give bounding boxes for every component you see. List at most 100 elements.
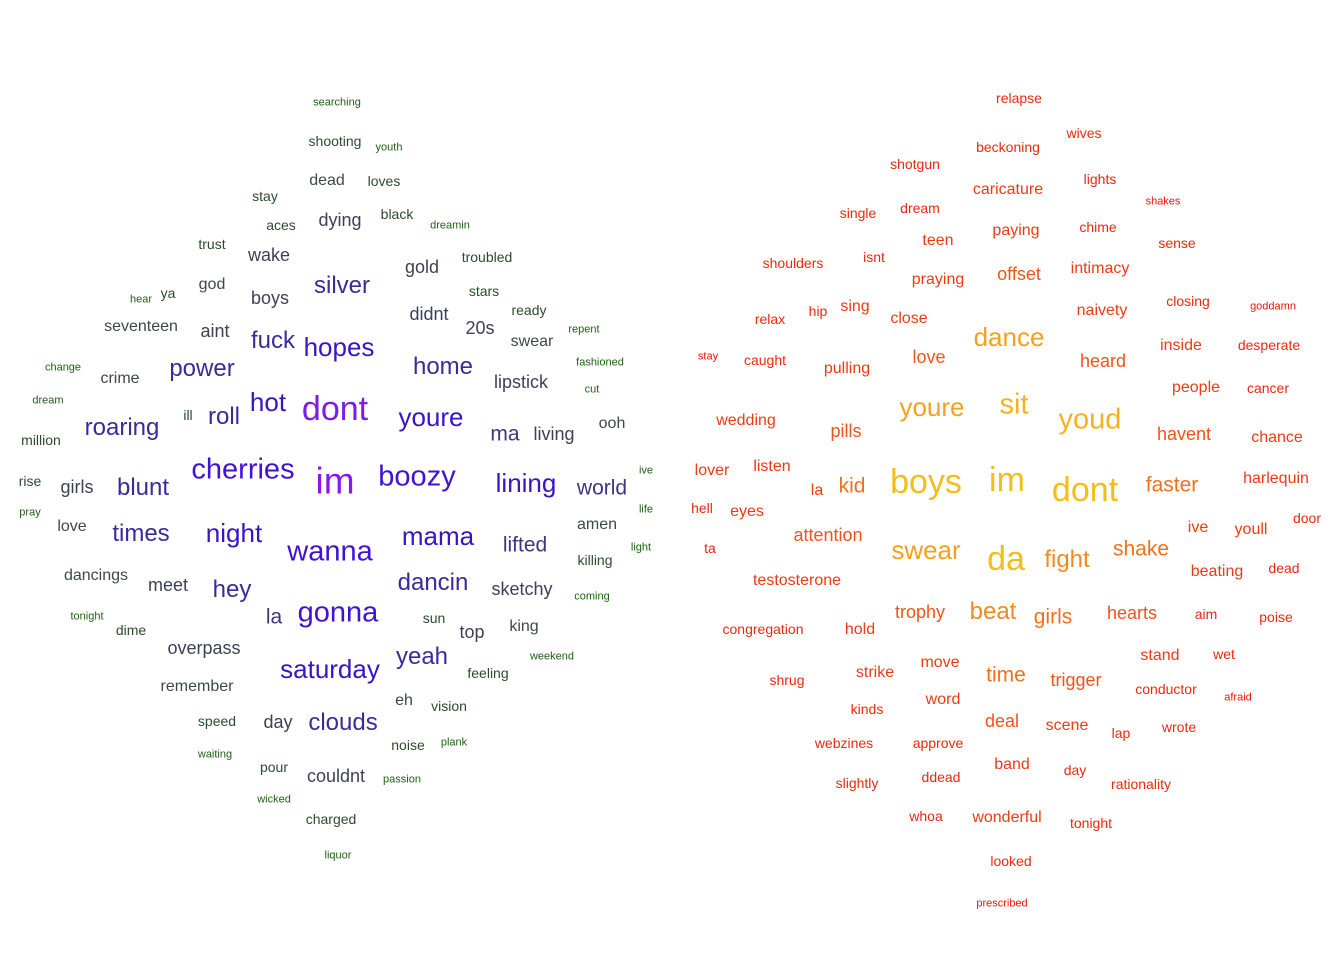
right-cloud-word: swear bbox=[891, 535, 961, 565]
right-cloud-word: dream bbox=[900, 200, 940, 216]
right-cloud-word: harlequin bbox=[1243, 470, 1309, 487]
left-cloud-word: crime bbox=[100, 370, 140, 387]
right-cloud-word: hell bbox=[691, 500, 713, 516]
right-cloud-word: pills bbox=[830, 421, 862, 441]
right-cloud-word: intimacy bbox=[1070, 260, 1130, 277]
right-cloud-word: praying bbox=[911, 271, 965, 288]
left-cloud-word: top bbox=[459, 622, 485, 642]
right-cloud-word: hold bbox=[844, 621, 876, 638]
left-cloud-word: dancings bbox=[63, 567, 129, 584]
left-cloud-word: living bbox=[533, 424, 575, 444]
left-cloud-word: dreamin bbox=[430, 219, 470, 232]
right-cloud-word: havent bbox=[1156, 424, 1212, 444]
left-cloud-word: god bbox=[198, 276, 226, 293]
left-cloud-word: remember bbox=[160, 678, 234, 695]
right-cloud-word: looked bbox=[990, 853, 1032, 869]
right-cloud-word: boys bbox=[890, 463, 962, 501]
right-cloud-word: la bbox=[810, 482, 824, 499]
left-cloud-word: clouds bbox=[308, 709, 378, 736]
right-cloud-word: kinds bbox=[850, 701, 884, 717]
right-cloud-word: relapse bbox=[996, 90, 1042, 106]
left-cloud-word: roll bbox=[207, 403, 241, 430]
left-cloud-word: didnt bbox=[409, 304, 449, 324]
left-cloud-word: ooh bbox=[598, 415, 626, 432]
right-cloud-word: lap bbox=[1111, 725, 1131, 741]
right-cloud-word: whoa bbox=[909, 808, 943, 824]
left-cloud-word: pray bbox=[19, 506, 41, 519]
right-cloud-word: girls bbox=[1033, 605, 1073, 629]
left-cloud-word: life bbox=[638, 503, 654, 516]
left-cloud-word: saturday bbox=[280, 654, 380, 684]
right-cloud-word: band bbox=[994, 756, 1030, 773]
right-cloud-word: caricature bbox=[972, 181, 1044, 198]
right-cloud-word: approve bbox=[912, 735, 964, 751]
right-cloud-word: hip bbox=[808, 303, 828, 319]
left-cloud-word: king bbox=[509, 618, 539, 635]
right-cloud-word: close bbox=[890, 310, 928, 327]
right-cloud-word: relax bbox=[754, 311, 786, 327]
right-cloud-word: ive bbox=[1187, 519, 1209, 536]
right-cloud-word: wonderful bbox=[972, 809, 1042, 826]
left-cloud-word: world bbox=[576, 476, 628, 500]
left-cloud-word: roaring bbox=[84, 414, 160, 441]
right-cloud-word: single bbox=[839, 205, 877, 221]
left-cloud-word: overpass bbox=[167, 638, 241, 658]
right-cloud-word: inside bbox=[1160, 337, 1202, 354]
right-cloud-word: wives bbox=[1066, 125, 1102, 141]
right-cloud-word: fight bbox=[1044, 546, 1090, 573]
right-cloud-word: webzines bbox=[814, 735, 874, 751]
right-cloud-word: chime bbox=[1079, 219, 1117, 235]
right-cloud-word: cancer bbox=[1246, 380, 1290, 396]
right-cloud-word: shakes bbox=[1145, 195, 1181, 208]
right-cloud-word: lover bbox=[694, 462, 730, 479]
left-cloud-word: cherries bbox=[191, 453, 295, 486]
left-cloud-word: cut bbox=[584, 383, 600, 396]
right-cloud-word: youre bbox=[899, 392, 965, 422]
right-cloud-word: scene bbox=[1045, 717, 1089, 734]
left-cloud-word: passion bbox=[383, 773, 421, 786]
left-cloud-word: charged bbox=[305, 811, 357, 827]
right-cloud-word: testosterone bbox=[752, 572, 842, 589]
right-cloud-word: ta bbox=[704, 540, 716, 556]
left-cloud-word: shooting bbox=[308, 133, 362, 149]
right-cloud-word: beat bbox=[969, 598, 1017, 625]
left-cloud-word: youre bbox=[398, 402, 464, 432]
left-cloud-word: dream bbox=[32, 394, 64, 407]
right-cloud-word: naivety bbox=[1076, 302, 1128, 319]
right-cloud-word: offset bbox=[997, 264, 1041, 284]
right-cloud-word: sense bbox=[1158, 235, 1196, 251]
right-cloud-word: trigger bbox=[1050, 670, 1102, 690]
right-cloud-word: slightly bbox=[835, 775, 879, 791]
left-cloud-word: noise bbox=[391, 737, 425, 753]
right-cloud-word: rationality bbox=[1111, 776, 1171, 792]
left-cloud-word: light bbox=[630, 541, 652, 554]
left-cloud-word: lining bbox=[495, 468, 557, 498]
left-cloud-word: speed bbox=[197, 713, 237, 729]
left-cloud-word: eh bbox=[395, 692, 413, 709]
right-cloud-word: closing bbox=[1166, 293, 1210, 309]
left-cloud-word: plank bbox=[440, 736, 468, 749]
right-cloud-word: listen bbox=[753, 458, 791, 475]
right-cloud-word: eyes bbox=[730, 503, 764, 520]
left-cloud-word: home bbox=[412, 353, 474, 380]
left-cloud-word: coming bbox=[574, 590, 610, 603]
left-cloud-word: silver bbox=[313, 272, 371, 299]
left-cloud-word: mama bbox=[401, 521, 475, 551]
right-cloud-word: shrug bbox=[769, 672, 805, 688]
right-cloud-word: move bbox=[920, 654, 960, 671]
right-cloud-word: door bbox=[1292, 510, 1322, 526]
right-cloud-word: stand bbox=[1140, 647, 1180, 664]
right-cloud-word: attention bbox=[793, 525, 863, 545]
left-cloud-word: ma bbox=[490, 422, 520, 446]
left-cloud-word: vision bbox=[431, 698, 467, 714]
right-cloud-word: prescribed bbox=[976, 897, 1028, 910]
left-cloud-word: rise bbox=[18, 473, 42, 489]
right-cloud-word: faster bbox=[1145, 473, 1199, 497]
right-cloud-word: congregation bbox=[722, 621, 804, 637]
right-cloud-word: conductor bbox=[1135, 681, 1197, 697]
left-cloud-word: sketchy bbox=[491, 579, 553, 599]
left-cloud-word: aces bbox=[266, 217, 296, 233]
left-cloud-word: gonna bbox=[297, 596, 379, 629]
left-cloud-word: wake bbox=[247, 245, 291, 265]
